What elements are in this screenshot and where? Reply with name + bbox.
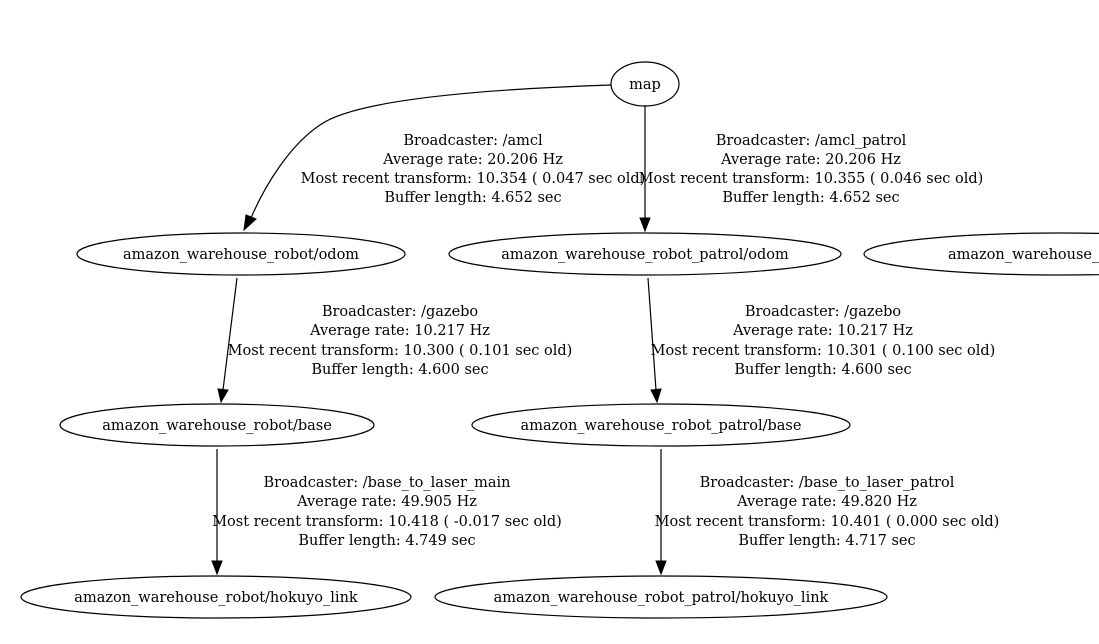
edge-buffer-length: Buffer length: 4.600 sec [734,362,911,378]
edge-buffer-length: Buffer length: 4.652 sec [722,190,899,206]
node-third-odom-partial: amazon_warehouse_r [863,232,1099,276]
node-map: map [610,61,680,107]
node-ellipse [610,61,680,107]
edge-recent-transform: Most recent transform: 10.355 ( 0.046 se… [639,171,984,187]
edge-buffer-length: Buffer length: 4.717 sec [738,533,915,549]
edge-line [222,277,238,391]
edge-label-robot-base-hokuyo: Broadcaster: /base_to_laser_main Average… [212,475,562,549]
node-patrol-base: amazon_warehouse_robot_patrol/base [471,403,851,447]
edge-broadcaster: Broadcaster: /amcl_patrol [716,133,907,149]
edge-robot-base-to-hokuyo [211,449,223,576]
edge-label-map-robot-odom: Broadcaster: /amcl Average rate: 20.206 … [301,133,646,206]
edge-rate: Average rate: 20.206 Hz [720,152,901,168]
edge-rate: Average rate: 10.217 Hz [309,323,490,339]
edge-line [647,277,657,391]
node-ellipse [59,403,375,447]
node-ellipse [863,232,1099,276]
node-patrol-odom: amazon_warehouse_robot_patrol/odom [448,232,842,276]
edge-label-patrol-base-hokuyo: Broadcaster: /base_to_laser_patrol Avera… [655,475,1000,549]
node-label: amazon_warehouse_robot_patrol/hokuyo_lin… [494,590,829,606]
edge-rate: Average rate: 20.206 Hz [382,152,563,168]
edge-recent-transform: Most recent transform: 10.301 ( 0.100 se… [651,343,996,359]
edge-map-to-patrol-odom [639,106,651,233]
node-label: amazon_warehouse_robot/base [102,418,332,434]
edge-map-to-robot-odom [243,84,612,232]
edge-buffer-length: Buffer length: 4.600 sec [311,362,488,378]
node-ellipse [20,575,412,619]
node-ellipse [471,403,851,447]
edge-label-robot-odom-base: Broadcaster: /gazebo Average rate: 10.21… [228,304,573,378]
node-robot-base: amazon_warehouse_robot/base [59,403,375,447]
edge-rate: Average rate: 10.217 Hz [732,323,913,339]
edge-broadcaster: Broadcaster: /amcl [403,133,543,149]
node-label: amazon_warehouse_r [948,247,1099,263]
edge-patrol-odom-to-base [647,277,662,404]
edge-recent-transform: Most recent transform: 10.300 ( 0.101 se… [228,343,573,359]
edge-recent-transform: Most recent transform: 10.401 ( 0.000 se… [655,514,1000,530]
edge-broadcaster: Broadcaster: /gazebo [322,304,478,320]
edge-label-map-patrol-odom: Broadcaster: /amcl_patrol Average rate: … [639,133,984,206]
arrowhead [211,560,223,576]
edge-buffer-length: Buffer length: 4.652 sec [384,190,561,206]
edge-recent-transform: Most recent transform: 10.418 ( -0.017 s… [212,514,562,530]
node-patrol-hokuyo: amazon_warehouse_robot_patrol/hokuyo_lin… [434,575,888,619]
edge-buffer-length: Buffer length: 4.749 sec [298,533,475,549]
edge-patrol-base-to-hokuyo [655,449,667,576]
node-label: amazon_warehouse_robot/hokuyo_link [74,590,358,606]
edge-recent-transform: Most recent transform: 10.354 ( 0.047 se… [301,171,646,187]
arrowhead [650,388,662,404]
edge-rate: Average rate: 49.820 Hz [736,494,917,510]
node-ellipse [434,575,888,619]
edge-rate: Average rate: 49.905 Hz [296,494,477,510]
edge-broadcaster: Broadcaster: /gazebo [745,304,901,320]
node-label: amazon_warehouse_robot_patrol/odom [501,247,789,263]
edge-broadcaster: Broadcaster: /base_to_laser_patrol [700,475,955,491]
node-label: map [629,77,661,93]
node-ellipse [76,232,406,276]
node-robot-odom: amazon_warehouse_robot/odom [76,232,406,276]
arrowhead [655,560,667,576]
node-label: amazon_warehouse_robot_patrol/base [521,418,802,434]
edge-broadcaster: Broadcaster: /base_to_laser_main [263,475,510,491]
node-robot-hokuyo: amazon_warehouse_robot/hokuyo_link [20,575,412,619]
edge-label-patrol-odom-base: Broadcaster: /gazebo Average rate: 10.21… [651,304,996,378]
edge-robot-odom-to-base [217,277,238,404]
edge-line [250,84,612,219]
arrowhead [639,217,651,233]
arrowhead [243,214,257,232]
node-label: amazon_warehouse_robot/odom [123,247,359,263]
node-ellipse [448,232,842,276]
arrowhead [217,388,229,404]
